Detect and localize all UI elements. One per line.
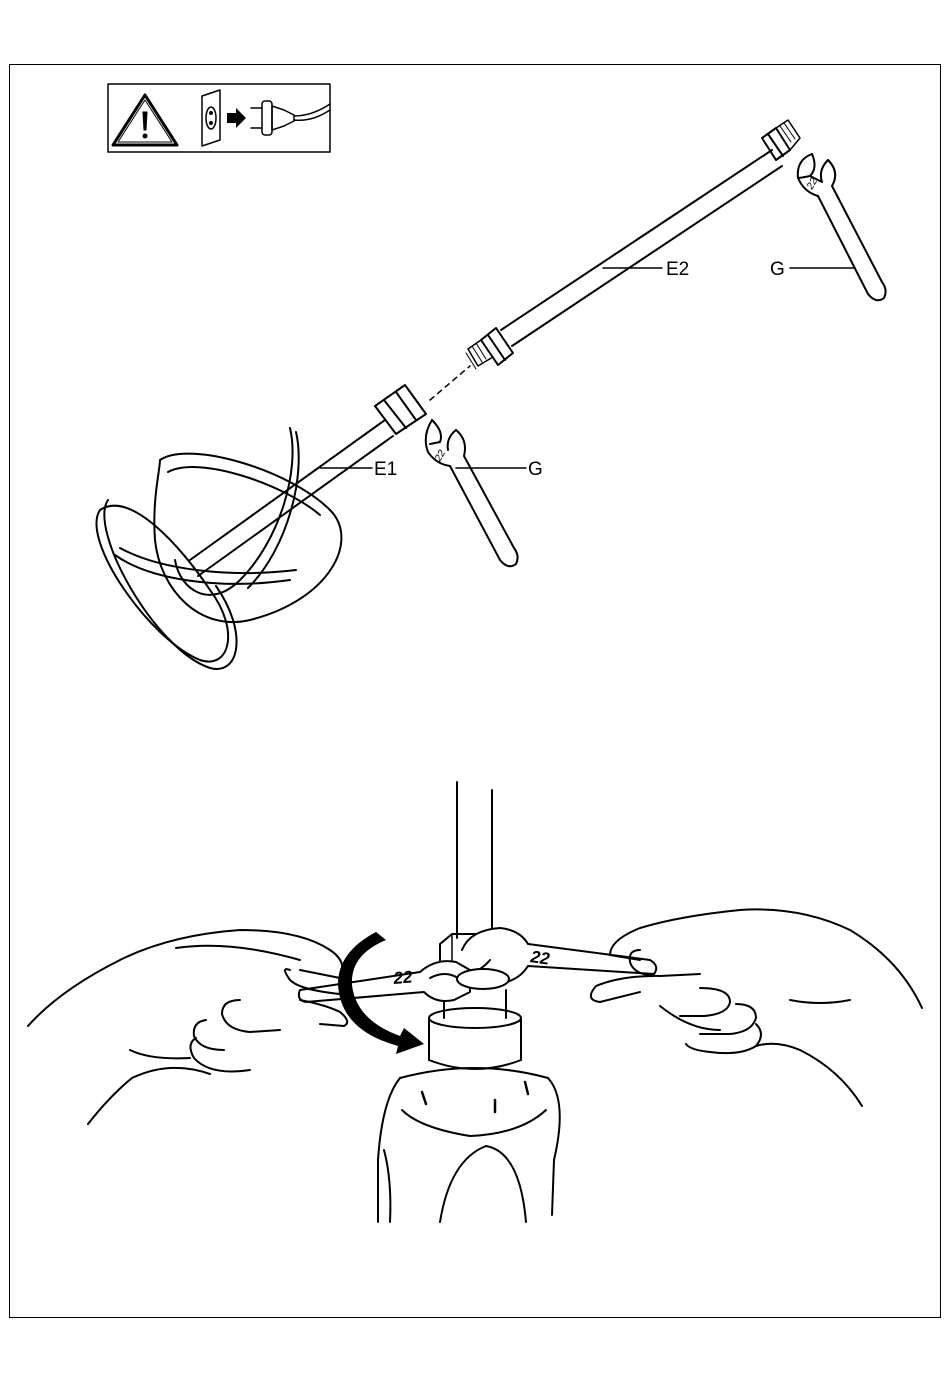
left-hand (28, 930, 347, 1124)
label-e1: E1 (374, 459, 397, 480)
plug-icon (251, 101, 330, 135)
wrench-middle-mark: 22 (433, 448, 449, 464)
alignment-dashes (430, 366, 470, 400)
drill-body (378, 1060, 560, 1222)
right-hand (591, 909, 922, 1106)
label-e2: E2 (666, 259, 689, 280)
rod-vertical (457, 782, 492, 938)
mixing-paddle-e1 (96, 385, 426, 669)
arrow-right-icon (227, 108, 246, 128)
wall-socket-icon (202, 90, 220, 146)
wrench-right-mark: 22 (528, 947, 551, 969)
warning-box (108, 84, 330, 152)
wrench-left (299, 961, 470, 1002)
label-g-top: G (770, 259, 785, 280)
wrench-g-middle (426, 420, 526, 566)
wrench-g-top (790, 154, 886, 300)
label-g-middle: G (528, 459, 543, 480)
warning-triangle-icon (113, 95, 177, 145)
wrench-left-mark: 22 (392, 967, 414, 988)
extension-rod-e2 (466, 120, 800, 369)
